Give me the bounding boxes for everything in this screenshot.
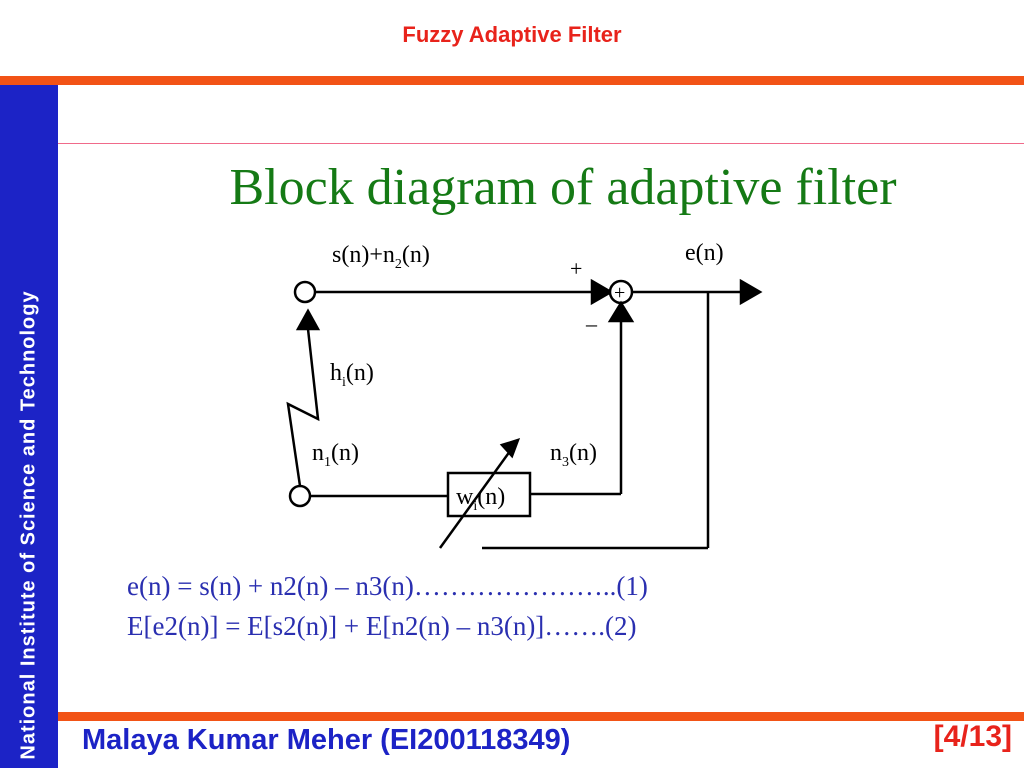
channel-zigzag-line (286, 328, 320, 487)
title-divider-line (58, 143, 1024, 144)
noise-ref-label: n1(n) (312, 440, 359, 470)
author-name: Malaya Kumar Meher (EI200118349) (82, 724, 571, 756)
filter-weight-label: wi(n) (456, 484, 505, 514)
bottom-divider-bar (58, 712, 1024, 721)
equation-1: e(n) = s(n) + n2(n) – n3(n)…………………..(1) (127, 571, 648, 601)
channel-label: hi(n) (330, 360, 374, 390)
filter-output-label: n3(n) (550, 440, 597, 470)
primary-input-node (293, 280, 317, 304)
adaptive-filter-block-diagram: s(n)+n2(n) + – + e(n) hi(n) n1(n) n3(n) … (286, 240, 763, 550)
minus-sign-label: – (585, 311, 598, 336)
feedback-adapt-arrow-head (499, 438, 521, 459)
channel-arrow-head (295, 308, 321, 331)
reference-input-node (288, 484, 312, 508)
page-number: [4/13] (933, 720, 1012, 753)
slide-title: Block diagram of adaptive filter (229, 159, 897, 216)
header-title: Fuzzy Adaptive Filter (402, 22, 622, 47)
sidebar-institute-name: National Institute of Science and Techno… (17, 290, 40, 760)
sidebar: National Institute of Science and Techno… (0, 85, 58, 768)
plus-sign-label: + (570, 256, 582, 281)
top-divider-bar (0, 76, 1024, 85)
summer-plus-symbol: + (614, 282, 625, 304)
error-label: e(n) (685, 240, 724, 266)
primary-input-arrow-head (590, 278, 614, 306)
feedback-adapt-arrow-line (438, 446, 515, 549)
equation-2: E[e2(n)] = E[s2(n)] + E[n2(n) – n3(n)]……… (127, 611, 637, 641)
filter-output-arrow-head (607, 300, 635, 323)
equations-block: e(n) = s(n) + n2(n) – n3(n)…………………..(1) … (127, 566, 648, 646)
error-output-arrow-head (739, 278, 763, 306)
input-signal-label: s(n)+n2(n) (332, 242, 430, 272)
